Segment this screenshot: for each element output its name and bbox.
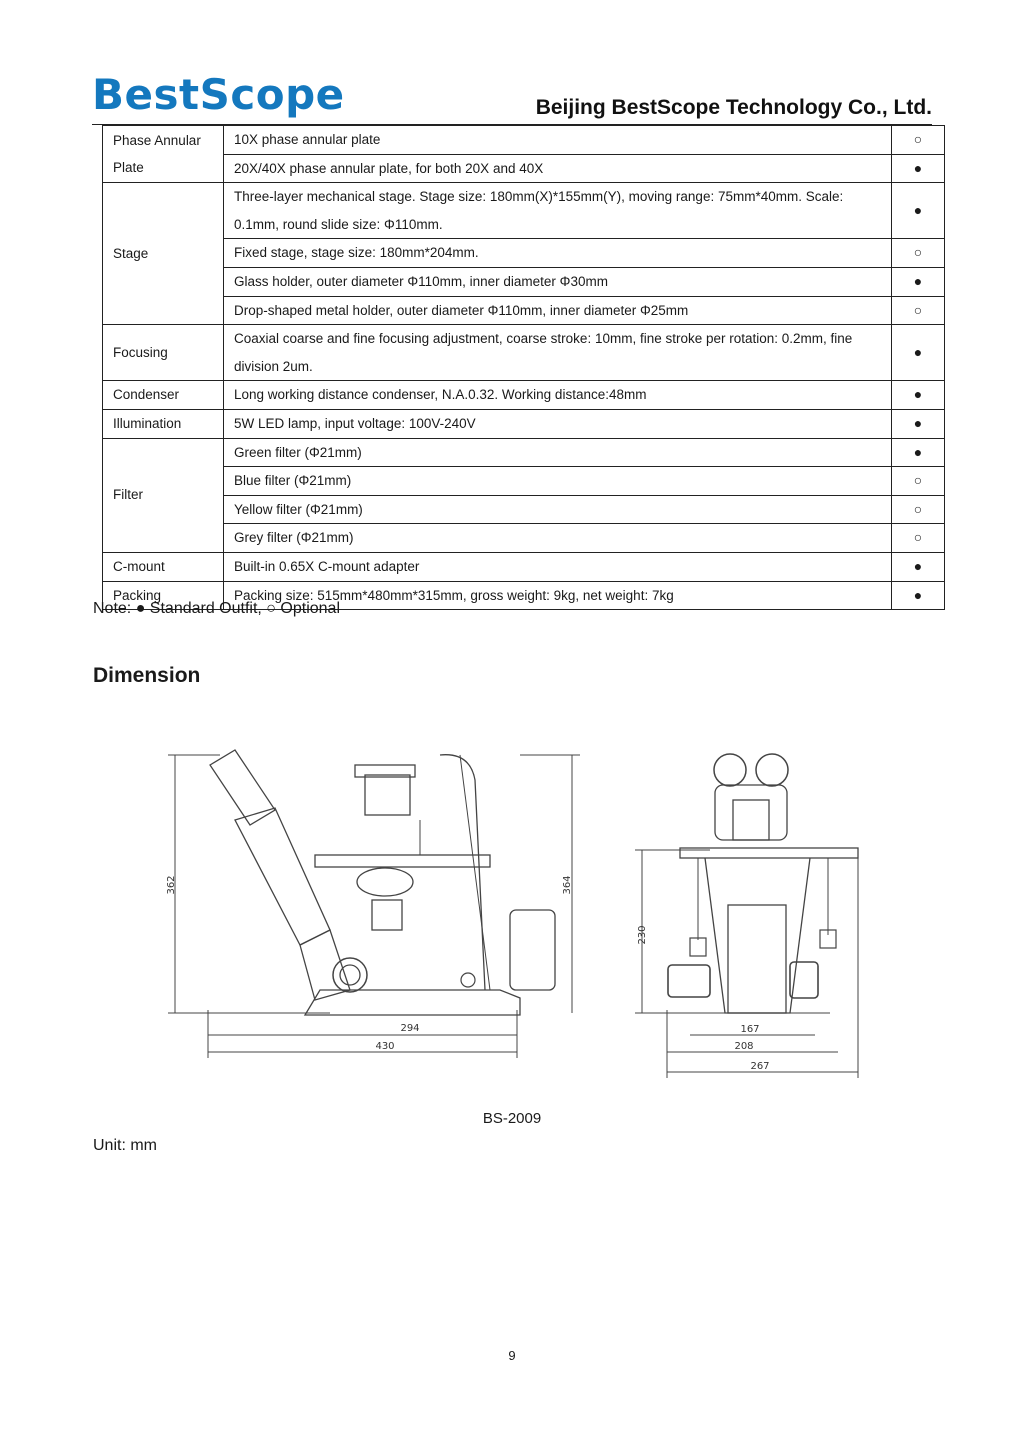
outfit-mark-cell: ○ <box>891 466 945 496</box>
table-row: Drop-shaped metal holder, outer diameter… <box>103 295 945 326</box>
description-cell: Fixed stage, stage size: 180mm*204mm. <box>223 238 892 268</box>
category-cell: C-mount <box>102 551 224 582</box>
outfit-mark-cell: ○ <box>891 238 945 268</box>
description-cell: 20X/40X phase annular plate, for both 20… <box>223 153 892 184</box>
outfit-mark-cell: ● <box>891 266 945 297</box>
figure-caption: BS-2009 <box>482 1110 542 1127</box>
category-cell: Condenser <box>102 380 224 410</box>
page-number: 9 <box>508 1348 516 1363</box>
description-cell: Glass holder, outer diameter Φ110mm, inn… <box>223 266 892 297</box>
category-cell: Filter <box>102 437 224 553</box>
header-divider <box>92 124 932 125</box>
description-cell: Three-layer mechanical stage. Stage size… <box>223 182 892 240</box>
dim-front-inner-width: 167 <box>740 1024 759 1035</box>
category-cell: Phase Annular Plate <box>102 124 224 184</box>
outfit-mark-cell: ○ <box>891 295 945 326</box>
dim-side-inner-width: 294 <box>400 1023 419 1034</box>
outfit-mark-cell: ○ <box>891 523 945 553</box>
outfit-mark-cell: ○ <box>891 125 945 155</box>
company-name: Beijing BestScope Technology Co., Ltd. <box>535 96 932 119</box>
outfit-mark-cell: ● <box>891 437 945 468</box>
category-cell: Focusing <box>102 324 224 382</box>
description-cell: Coaxial coarse and fine focusing adjustm… <box>223 324 892 382</box>
description-cell: Packing size: 515mm*480mm*315mm, gross w… <box>223 580 892 611</box>
table-row: Blue filter (Φ21mm)○ <box>103 466 945 496</box>
dim-side-height-left: 362 <box>166 875 177 894</box>
legend-note: Note: ● Standard Outfit, ○ Optional <box>93 600 341 617</box>
dim-side-height-right: 364 <box>562 875 573 894</box>
outfit-mark-cell: ● <box>891 551 945 582</box>
company-logo: BestScope <box>92 70 345 119</box>
table-row: Glass holder, outer diameter Φ110mm, inn… <box>103 266 945 297</box>
description-cell: Yellow filter (Φ21mm) <box>223 494 892 525</box>
table-row: Yellow filter (Φ21mm)○ <box>103 494 945 525</box>
outfit-mark-cell: ○ <box>891 494 945 525</box>
section-title: Dimension <box>93 664 201 687</box>
outfit-mark-cell: ● <box>891 182 945 240</box>
description-cell: Blue filter (Φ21mm) <box>223 466 892 496</box>
dim-front-outer-width: 267 <box>750 1061 769 1072</box>
description-cell: Built-in 0.65X C-mount adapter <box>223 551 892 582</box>
description-cell: 5W LED lamp, input voltage: 100V-240V <box>223 408 892 439</box>
table-row: 20X/40X phase annular plate, for both 20… <box>103 153 945 184</box>
description-cell: Grey filter (Φ21mm) <box>223 523 892 553</box>
front-view <box>635 753 859 1078</box>
outfit-mark-cell: ● <box>891 408 945 439</box>
description-cell: 10X phase annular plate <box>223 125 892 155</box>
dim-front-mid-width: 208 <box>734 1041 753 1052</box>
outfit-mark-cell: ● <box>891 153 945 184</box>
unit-label: Unit: mm <box>93 1137 157 1154</box>
outfit-mark-cell: ● <box>891 580 945 611</box>
description-cell: Drop-shaped metal holder, outer diameter… <box>223 295 892 326</box>
category-cell: Packing <box>102 580 224 611</box>
table-row: Fixed stage, stage size: 180mm*204mm.○ <box>103 238 945 268</box>
dim-front-height: 230 <box>637 925 648 944</box>
dim-side-outer-width: 430 <box>375 1041 394 1052</box>
table-row: Grey filter (Φ21mm)○ <box>103 523 945 553</box>
outfit-mark-cell: ● <box>891 380 945 410</box>
description-cell: Long working distance condenser, N.A.0.3… <box>223 380 892 410</box>
outfit-mark-cell: ● <box>891 324 945 382</box>
description-cell: Green filter (Φ21mm) <box>223 437 892 468</box>
category-cell: Illumination <box>102 408 224 439</box>
dimension-drawing: 362 364 294 430 230 167 208 267 <box>166 749 859 1078</box>
side-view <box>168 749 580 1058</box>
category-cell: Stage <box>102 182 224 326</box>
